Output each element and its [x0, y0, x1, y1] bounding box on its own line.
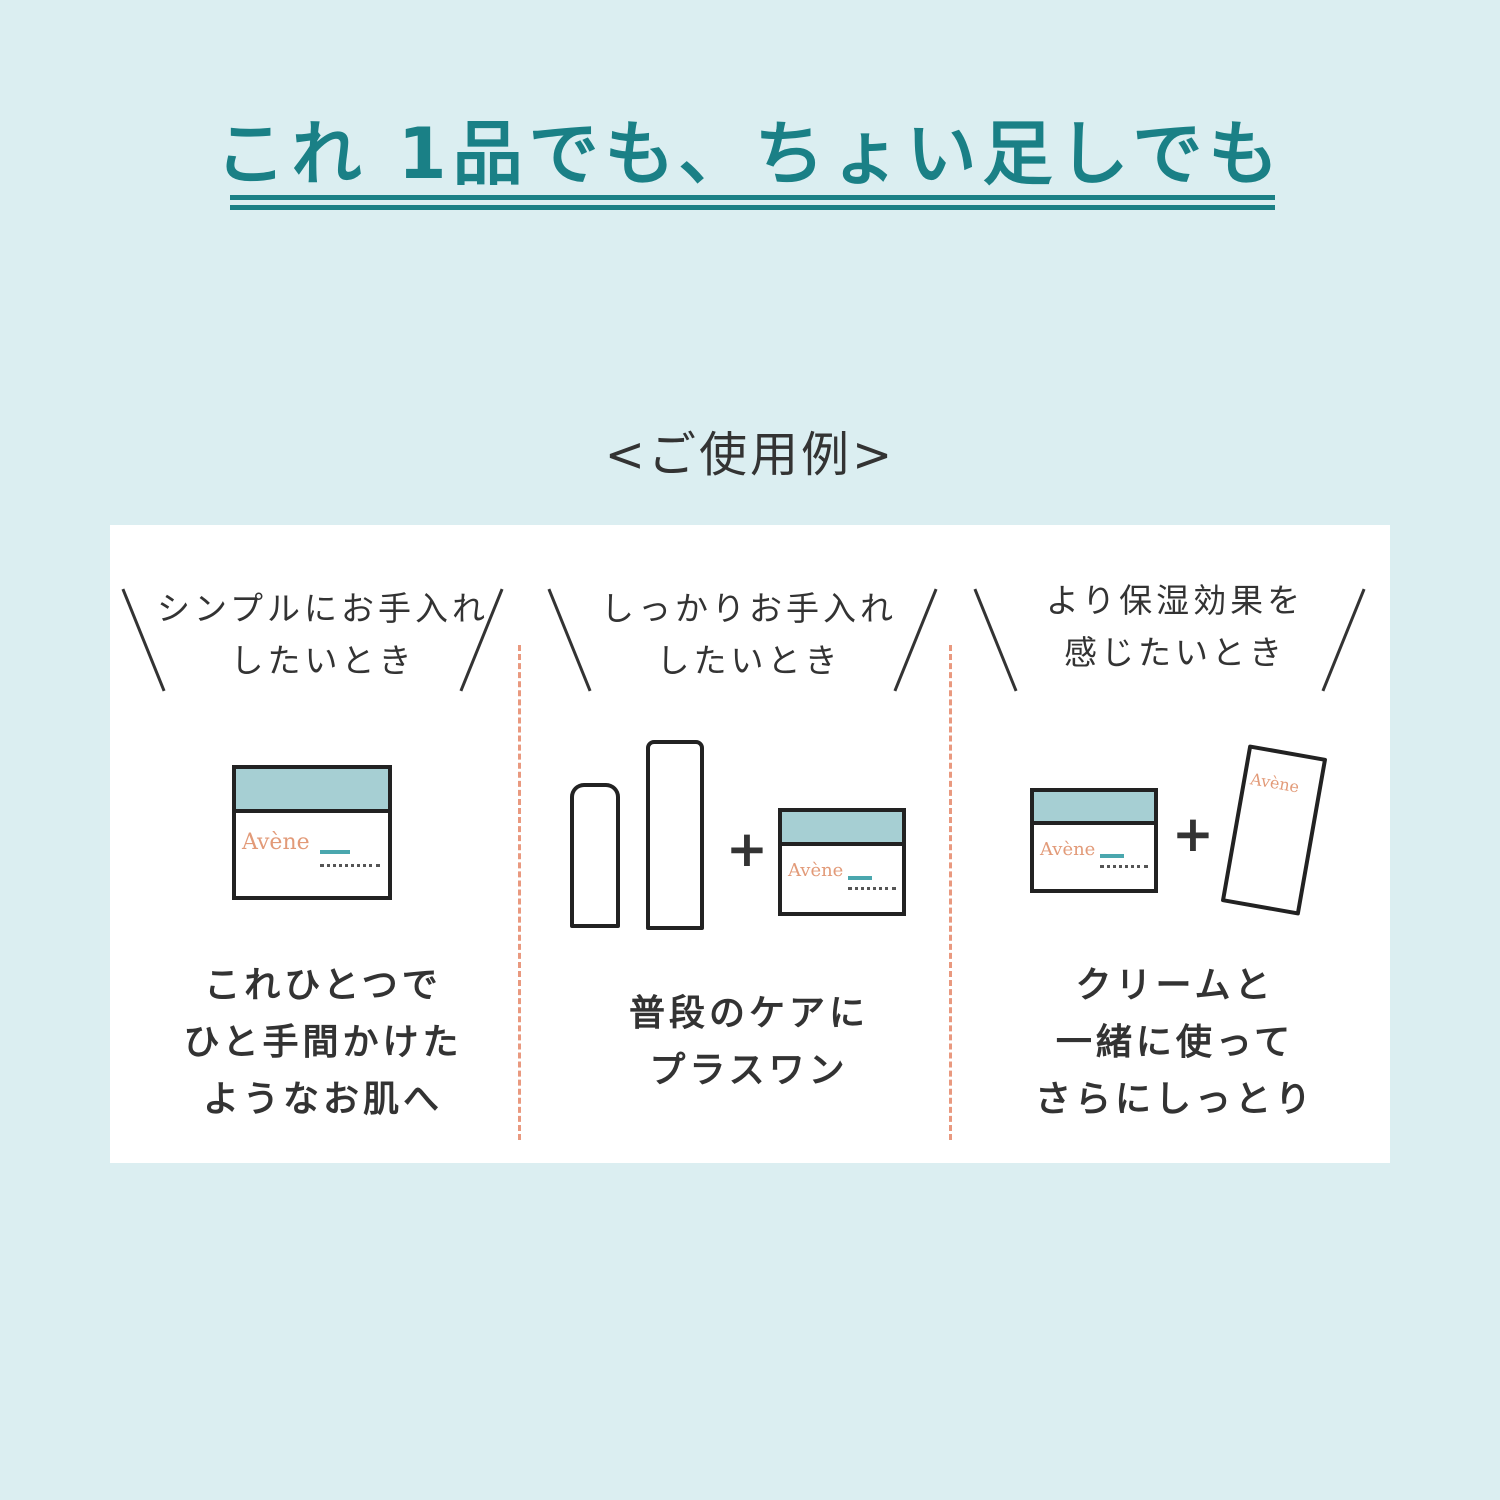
section-subtitle: <ご使用例> [604, 427, 896, 483]
usage-column-simple: シンプルにお手入れしたいとき Avène これひとつでひと手間かけたようなお肌へ [110, 525, 536, 1163]
column-description: クリームと一緒に使ってさらにしっとり [1034, 965, 1315, 1120]
cream-jar-illustration: Avène [778, 808, 906, 916]
page-title: これ 1品でも、ちょい足しでも [215, 113, 1285, 195]
column-description: 普段のケアにプラスワン [628, 993, 869, 1091]
usage-panel: シンプルにお手入れしたいとき Avène これひとつでひと手間かけたようなお肌へ… [110, 525, 1390, 1163]
column-heading: シンプルにお手入れしたいとき [156, 589, 489, 680]
toner-bottle-illustration [646, 740, 704, 930]
cream-jar-illustration: Avène [1030, 788, 1158, 893]
lotion-bottle-illustration [570, 783, 620, 928]
title-underline [230, 195, 1275, 200]
dashed-divider [518, 645, 521, 1140]
plus-icon: + [1172, 805, 1214, 863]
usage-column-thorough: しっかりお手入れしたいとき + Avène 普段のケアにプラスワン [536, 525, 962, 1163]
title-underline [230, 205, 1275, 210]
dashed-divider [949, 645, 952, 1140]
column-heading: より保湿効果を感じたいとき [1045, 581, 1305, 672]
column-heading: しっかりお手入れしたいとき [601, 589, 897, 680]
plus-icon: + [726, 820, 768, 878]
cream-jar-illustration: Avène [232, 765, 392, 900]
column-description: これひとつでひと手間かけたようなお肌へ [183, 965, 463, 1120]
usage-column-moisture: より保湿効果を感じたいとき Avène + Avène クリームと一緒に使ってさ… [962, 525, 1388, 1163]
tube-illustration: Avène [1220, 744, 1328, 916]
